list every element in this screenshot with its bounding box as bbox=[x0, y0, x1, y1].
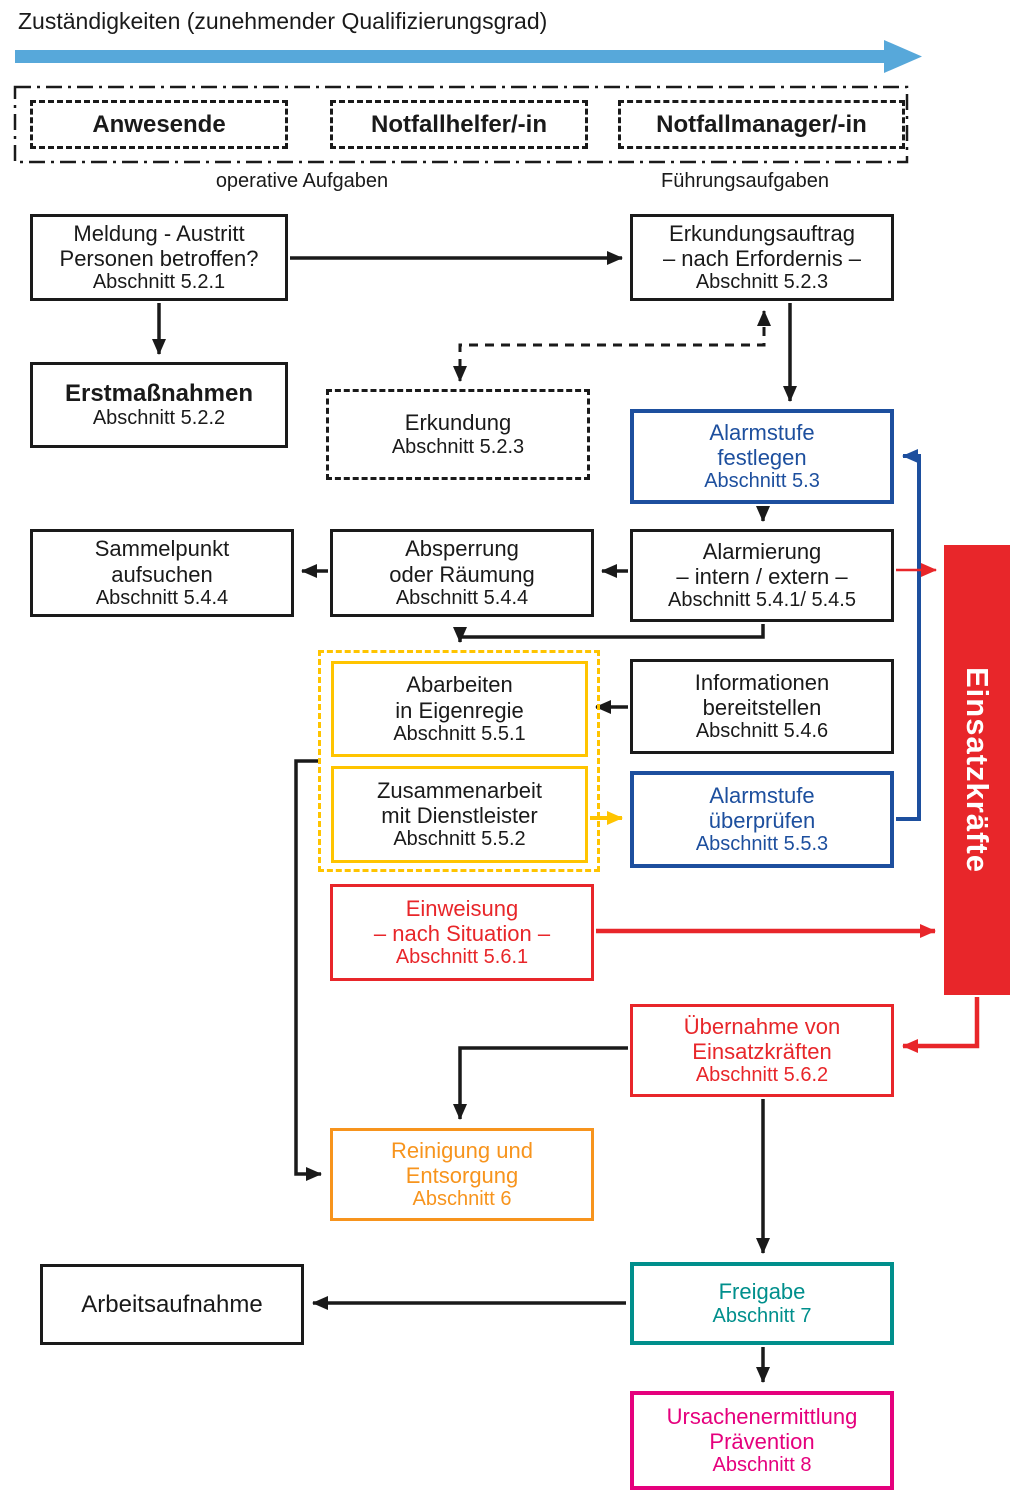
node-erkundungsauftrag-section: Abschnitt 5.2.3 bbox=[695, 271, 829, 294]
node-sammelpunkt-text: Sammelpunkt aufsuchen bbox=[94, 536, 230, 587]
node-freigabe: Freigabe Abschnitt 7 bbox=[630, 1262, 894, 1345]
node-einsatzkraefte-label: Einsatzkräfte bbox=[960, 667, 995, 873]
node-reinigung-text: Reinigung und Entsorgung bbox=[391, 1137, 533, 1188]
node-arbeitsaufnahme: Arbeitsaufnahme bbox=[40, 1264, 304, 1345]
roles-container-border bbox=[13, 85, 909, 164]
node-ursachen: Ursachenermittlung Prävention Abschnitt … bbox=[630, 1391, 894, 1490]
qualification-arrow bbox=[15, 40, 922, 73]
arrow-dashed-erkundungsauftrag-erkundung bbox=[453, 310, 771, 382]
eigenregie-group-border bbox=[318, 650, 600, 872]
caption-operative-aufgaben: operative Aufgaben bbox=[215, 170, 389, 192]
node-erstmassnahmen-section: Abschnitt 5.2.2 bbox=[92, 407, 226, 430]
arrow-einsatzkraefte-to-uebernahme bbox=[902, 997, 980, 1053]
node-abarbeiten: Abarbeiten in Eigenregie Abschnitt 5.5.1 bbox=[331, 661, 588, 757]
node-abarbeiten-text: Abarbeiten in Eigenregie bbox=[395, 672, 524, 723]
node-einweisung: Einweisung – nach Situation – Abschnitt … bbox=[330, 884, 594, 981]
node-erstmassnahmen: Erstmaßnahmen Abschnitt 5.2.2 bbox=[30, 362, 288, 448]
node-erkundungsauftrag-text: Erkundungsauftrag – nach Erfordernis – bbox=[662, 220, 862, 271]
node-alarmstufe-festlegen: Alarmstufe festlegen Abschnitt 5.3 bbox=[630, 409, 894, 504]
node-ursachen-section: Abschnitt 8 bbox=[712, 1454, 812, 1477]
node-informationen: Informationen bereitstellen Abschnitt 5.… bbox=[630, 659, 894, 754]
node-informationen-text: Informationen bereitstellen bbox=[694, 669, 830, 720]
node-alarmierung-section: Abschnitt 5.4.1/ 5.4.5 bbox=[668, 589, 856, 612]
node-arbeitsaufnahme-text: Arbeitsaufnahme bbox=[81, 1290, 263, 1318]
node-erkundung-section: Abschnitt 5.2.3 bbox=[391, 435, 525, 458]
node-sammelpunkt-section: Abschnitt 5.4.4 bbox=[95, 586, 229, 609]
node-zusammenarbeit-text: Zusammenarbeit mit Dienstleister bbox=[376, 777, 543, 828]
arrow-uebernahme-to-reinigung bbox=[453, 1046, 628, 1120]
node-ursachen-text: Ursachenermittlung Prävention bbox=[666, 1403, 858, 1454]
node-alarmstufe-ueberpruefen: Alarmstufe überprüfen Abschnitt 5.5.3 bbox=[630, 771, 894, 868]
page-title: Zuständigkeiten (zunehmender Qualifizier… bbox=[18, 8, 548, 34]
node-erkundung: Erkundung Abschnitt 5.2.3 bbox=[326, 389, 590, 480]
node-erstmassnahmen-text: Erstmaßnahmen bbox=[64, 379, 254, 407]
node-zusammenarbeit: Zusammenarbeit mit Dienstleister Abschni… bbox=[331, 766, 588, 863]
node-abarbeiten-section: Abschnitt 5.5.1 bbox=[393, 722, 526, 745]
node-freigabe-text: Freigabe bbox=[718, 1279, 806, 1305]
node-informationen-section: Abschnitt 5.4.6 bbox=[695, 720, 829, 743]
node-sammelpunkt: Sammelpunkt aufsuchen Abschnitt 5.4.4 bbox=[30, 529, 294, 617]
node-zusammenarbeit-section: Abschnitt 5.5.2 bbox=[393, 828, 526, 851]
node-reinigung-section: Abschnitt 6 bbox=[412, 1188, 512, 1211]
node-alarmstufe-festlegen-text: Alarmstufe festlegen bbox=[709, 419, 815, 470]
node-meldung: Meldung - Austritt Personen betroffen? A… bbox=[30, 214, 288, 301]
role-notfallhelfer: Notfallhelfer/-in bbox=[330, 100, 588, 149]
node-erkundung-text: Erkundung bbox=[404, 410, 512, 436]
role-notfallmanager: Notfallmanager/-in bbox=[618, 100, 905, 149]
node-alarmstufe-ueberpruefen-section: Abschnitt 5.5.3 bbox=[695, 833, 829, 856]
node-uebernahme-section: Abschnitt 5.6.2 bbox=[695, 1064, 829, 1087]
arrow-alarmierung-to-eigenregie-group bbox=[453, 624, 765, 643]
node-einweisung-section: Abschnitt 5.6.1 bbox=[395, 946, 529, 969]
node-meldung-text: Meldung - Austritt Personen betroffen? bbox=[59, 220, 259, 271]
node-reinigung: Reinigung und Entsorgung Abschnitt 6 bbox=[330, 1128, 594, 1221]
node-erkundungsauftrag: Erkundungsauftrag – nach Erfordernis – A… bbox=[630, 214, 894, 301]
node-einweisung-text: Einweisung – nach Situation – bbox=[373, 895, 551, 946]
node-alarmierung-text: Alarmierung – intern / extern – bbox=[676, 538, 848, 589]
role-anwesende: Anwesende bbox=[30, 100, 288, 149]
node-alarmstufe-festlegen-section: Abschnitt 5.3 bbox=[704, 470, 820, 493]
node-absperrung: Absperrung oder Räumung Abschnitt 5.4.4 bbox=[330, 529, 594, 617]
node-meldung-section: Abschnitt 5.2.1 bbox=[92, 271, 226, 294]
node-uebernahme-text: Übernahme von Einsatzkräften bbox=[683, 1013, 841, 1064]
node-alarmierung: Alarmierung – intern / extern – Abschnit… bbox=[630, 529, 894, 622]
node-alarmstufe-ueberpruefen-text: Alarmstufe überprüfen bbox=[708, 782, 816, 833]
node-einsatzkraefte-bar: Einsatzkräfte bbox=[944, 545, 1010, 995]
arrow-ueberpruefen-to-festlegen bbox=[896, 449, 921, 821]
node-freigabe-section: Abschnitt 7 bbox=[712, 1304, 812, 1327]
arrow-group-to-reinigung bbox=[294, 759, 322, 1181]
node-absperrung-section: Abschnitt 5.4.4 bbox=[395, 586, 529, 609]
node-absperrung-text: Absperrung oder Räumung bbox=[389, 536, 535, 587]
caption-fuehrungsaufgaben: Führungsaufgaben bbox=[661, 170, 829, 192]
node-uebernahme: Übernahme von Einsatzkräften Abschnitt 5… bbox=[630, 1004, 894, 1097]
